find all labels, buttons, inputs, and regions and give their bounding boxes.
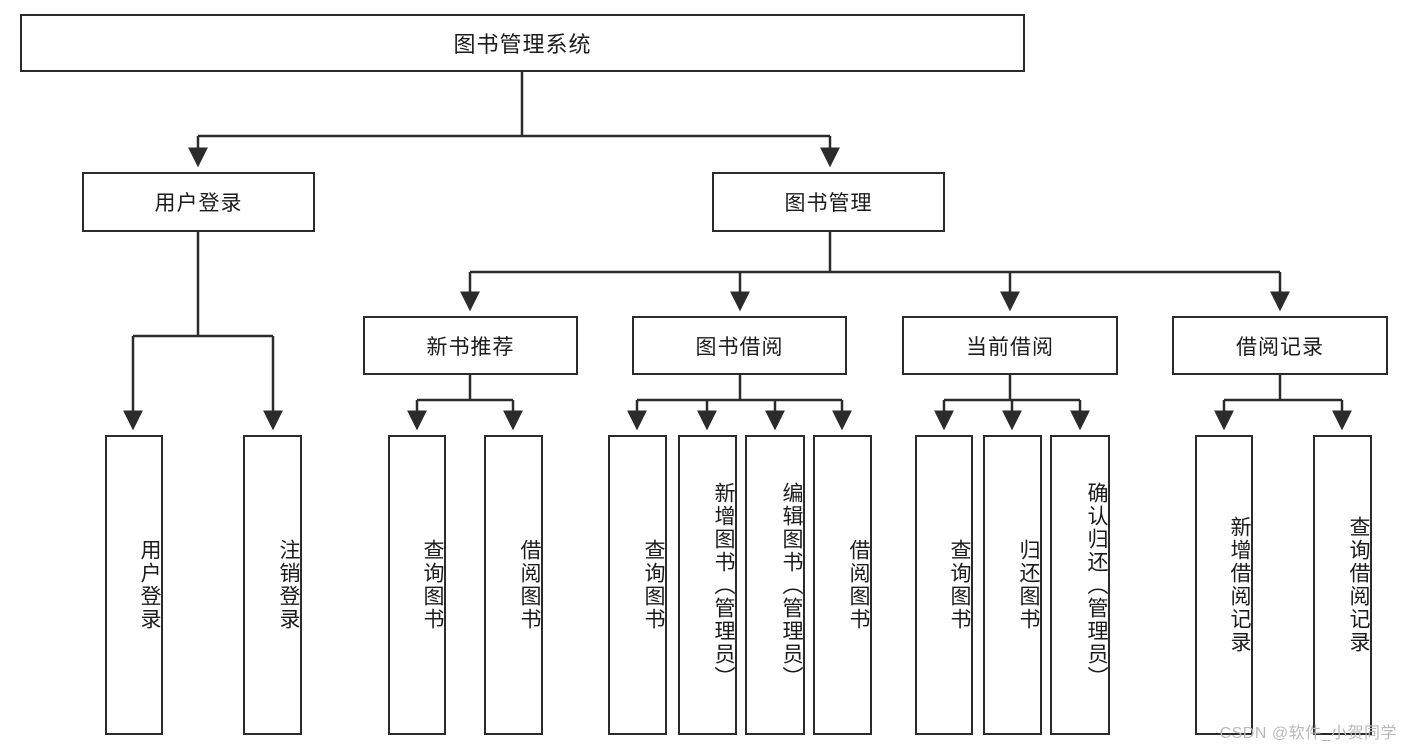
leaf-book-borrow-4[interactable]: 借阅图书: [813, 435, 872, 735]
leaf-book-borrow-1[interactable]: 查询图书: [608, 435, 667, 735]
node-current-borrow-label: 当前借阅: [966, 335, 1054, 359]
node-borrow-record-label: 借阅记录: [1236, 335, 1324, 359]
leaf-book-borrow-3-label: 编辑图书（管理员）: [780, 481, 803, 689]
node-user-login[interactable]: 用户登录: [82, 172, 315, 232]
leaf-new-book-rec-2[interactable]: 借阅图书: [484, 435, 543, 735]
node-borrow-record[interactable]: 借阅记录: [1172, 316, 1388, 375]
node-new-book-rec[interactable]: 新书推荐: [363, 316, 578, 375]
node-user-login-label: 用户登录: [154, 192, 243, 215]
leaf-current-borrow-3-label: 确认归还（管理员）: [1085, 481, 1108, 689]
leaf-book-borrow-2-label: 新增图书（管理员）: [712, 481, 735, 689]
leaf-current-borrow-1-label: 查询图书: [948, 539, 971, 631]
leaf-current-borrow-2[interactable]: 归还图书: [983, 435, 1042, 735]
node-book-manage[interactable]: 图书管理: [712, 172, 945, 232]
leaf-book-borrow-1-label: 查询图书: [642, 539, 665, 631]
leaf-user-login-1-label: 用户登录: [138, 539, 161, 631]
leaf-new-book-rec-1[interactable]: 查询图书: [388, 435, 446, 735]
leaf-borrow-record-2[interactable]: 查询借阅记录: [1313, 435, 1372, 735]
node-book-manage-label: 图书管理: [784, 192, 873, 215]
leaf-user-login-2[interactable]: 注销登录: [243, 435, 302, 735]
node-new-book-rec-label: 新书推荐: [426, 335, 515, 359]
leaf-borrow-record-1[interactable]: 新增借阅记录: [1195, 435, 1253, 735]
watermark: CSDN @软件_小贺同学: [1219, 725, 1397, 742]
node-root[interactable]: 图书管理系统: [20, 14, 1025, 72]
node-book-borrow[interactable]: 图书借阅: [632, 316, 847, 375]
leaf-user-login-1[interactable]: 用户登录: [105, 435, 163, 735]
leaf-book-borrow-3[interactable]: 编辑图书（管理员）: [745, 435, 805, 735]
leaf-borrow-record-1-label: 新增借阅记录: [1228, 516, 1251, 654]
leaf-new-book-rec-1-label: 查询图书: [421, 539, 444, 631]
leaf-current-borrow-3[interactable]: 确认归还（管理员）: [1050, 435, 1110, 735]
leaf-current-borrow-1[interactable]: 查询图书: [915, 435, 973, 735]
leaf-book-borrow-2[interactable]: 新增图书（管理员）: [678, 435, 737, 735]
leaf-user-login-2-label: 注销登录: [277, 539, 300, 631]
node-root-label: 图书管理系统: [453, 32, 592, 57]
leaf-book-borrow-4-label: 借阅图书: [847, 539, 870, 631]
leaf-current-borrow-2-label: 归还图书: [1017, 539, 1040, 631]
leaf-new-book-rec-2-label: 借阅图书: [518, 539, 541, 631]
node-current-borrow[interactable]: 当前借阅: [902, 316, 1118, 375]
leaf-borrow-record-2-label: 查询借阅记录: [1347, 516, 1370, 654]
node-book-borrow-label: 图书借阅: [695, 335, 784, 359]
